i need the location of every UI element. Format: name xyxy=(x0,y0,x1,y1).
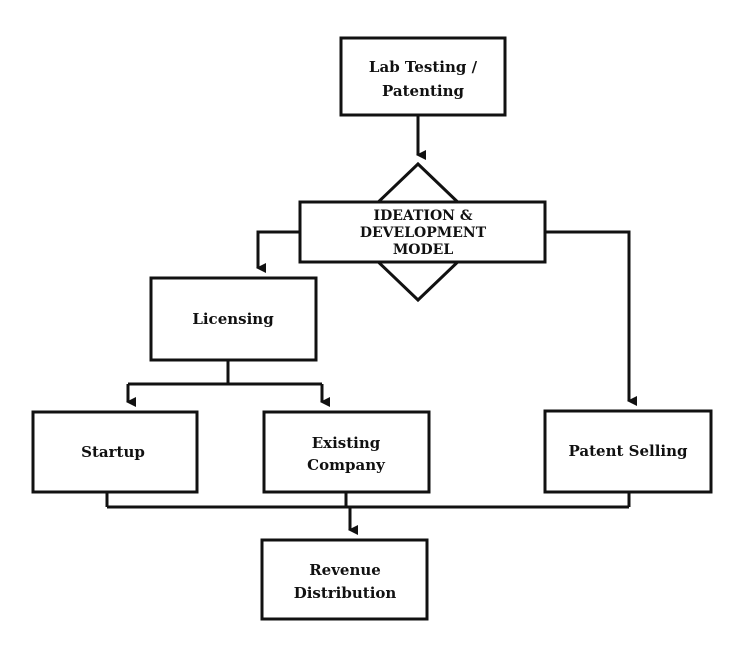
node-lab-testing: Lab Testing / Patenting xyxy=(339,36,507,117)
node-ideation-decision: IDEATION & DEVELOPMENT MODEL xyxy=(298,161,547,303)
edge-ideation-to-licensing xyxy=(256,230,300,273)
licensing-label: Licensing xyxy=(192,310,274,328)
ideation-line1: IDEATION & xyxy=(374,208,473,224)
node-startup: Startup xyxy=(31,410,199,494)
existing-company-line1: Existing xyxy=(312,434,381,452)
ideation-line2: DEVELOPMENT xyxy=(360,225,487,241)
startup-label: Startup xyxy=(81,443,145,461)
existing-company-line2: Company xyxy=(307,456,386,474)
lab-testing-line2: Patenting xyxy=(382,82,465,100)
node-revenue-distribution: Revenue Distribution xyxy=(260,538,429,621)
node-licensing: Licensing xyxy=(149,276,318,362)
node-patent-selling: Patent Selling xyxy=(543,409,713,494)
ideation-line3: MODEL xyxy=(393,242,454,258)
revenue-line1: Revenue xyxy=(309,561,381,579)
revenue-line2: Distribution xyxy=(294,584,397,602)
lab-testing-line1: Lab Testing / xyxy=(369,58,478,76)
edges xyxy=(105,115,637,535)
edge-ideation-to-patent-selling xyxy=(545,230,637,406)
patent-selling-label: Patent Selling xyxy=(569,442,689,460)
node-existing-company: Existing Company xyxy=(262,410,431,494)
